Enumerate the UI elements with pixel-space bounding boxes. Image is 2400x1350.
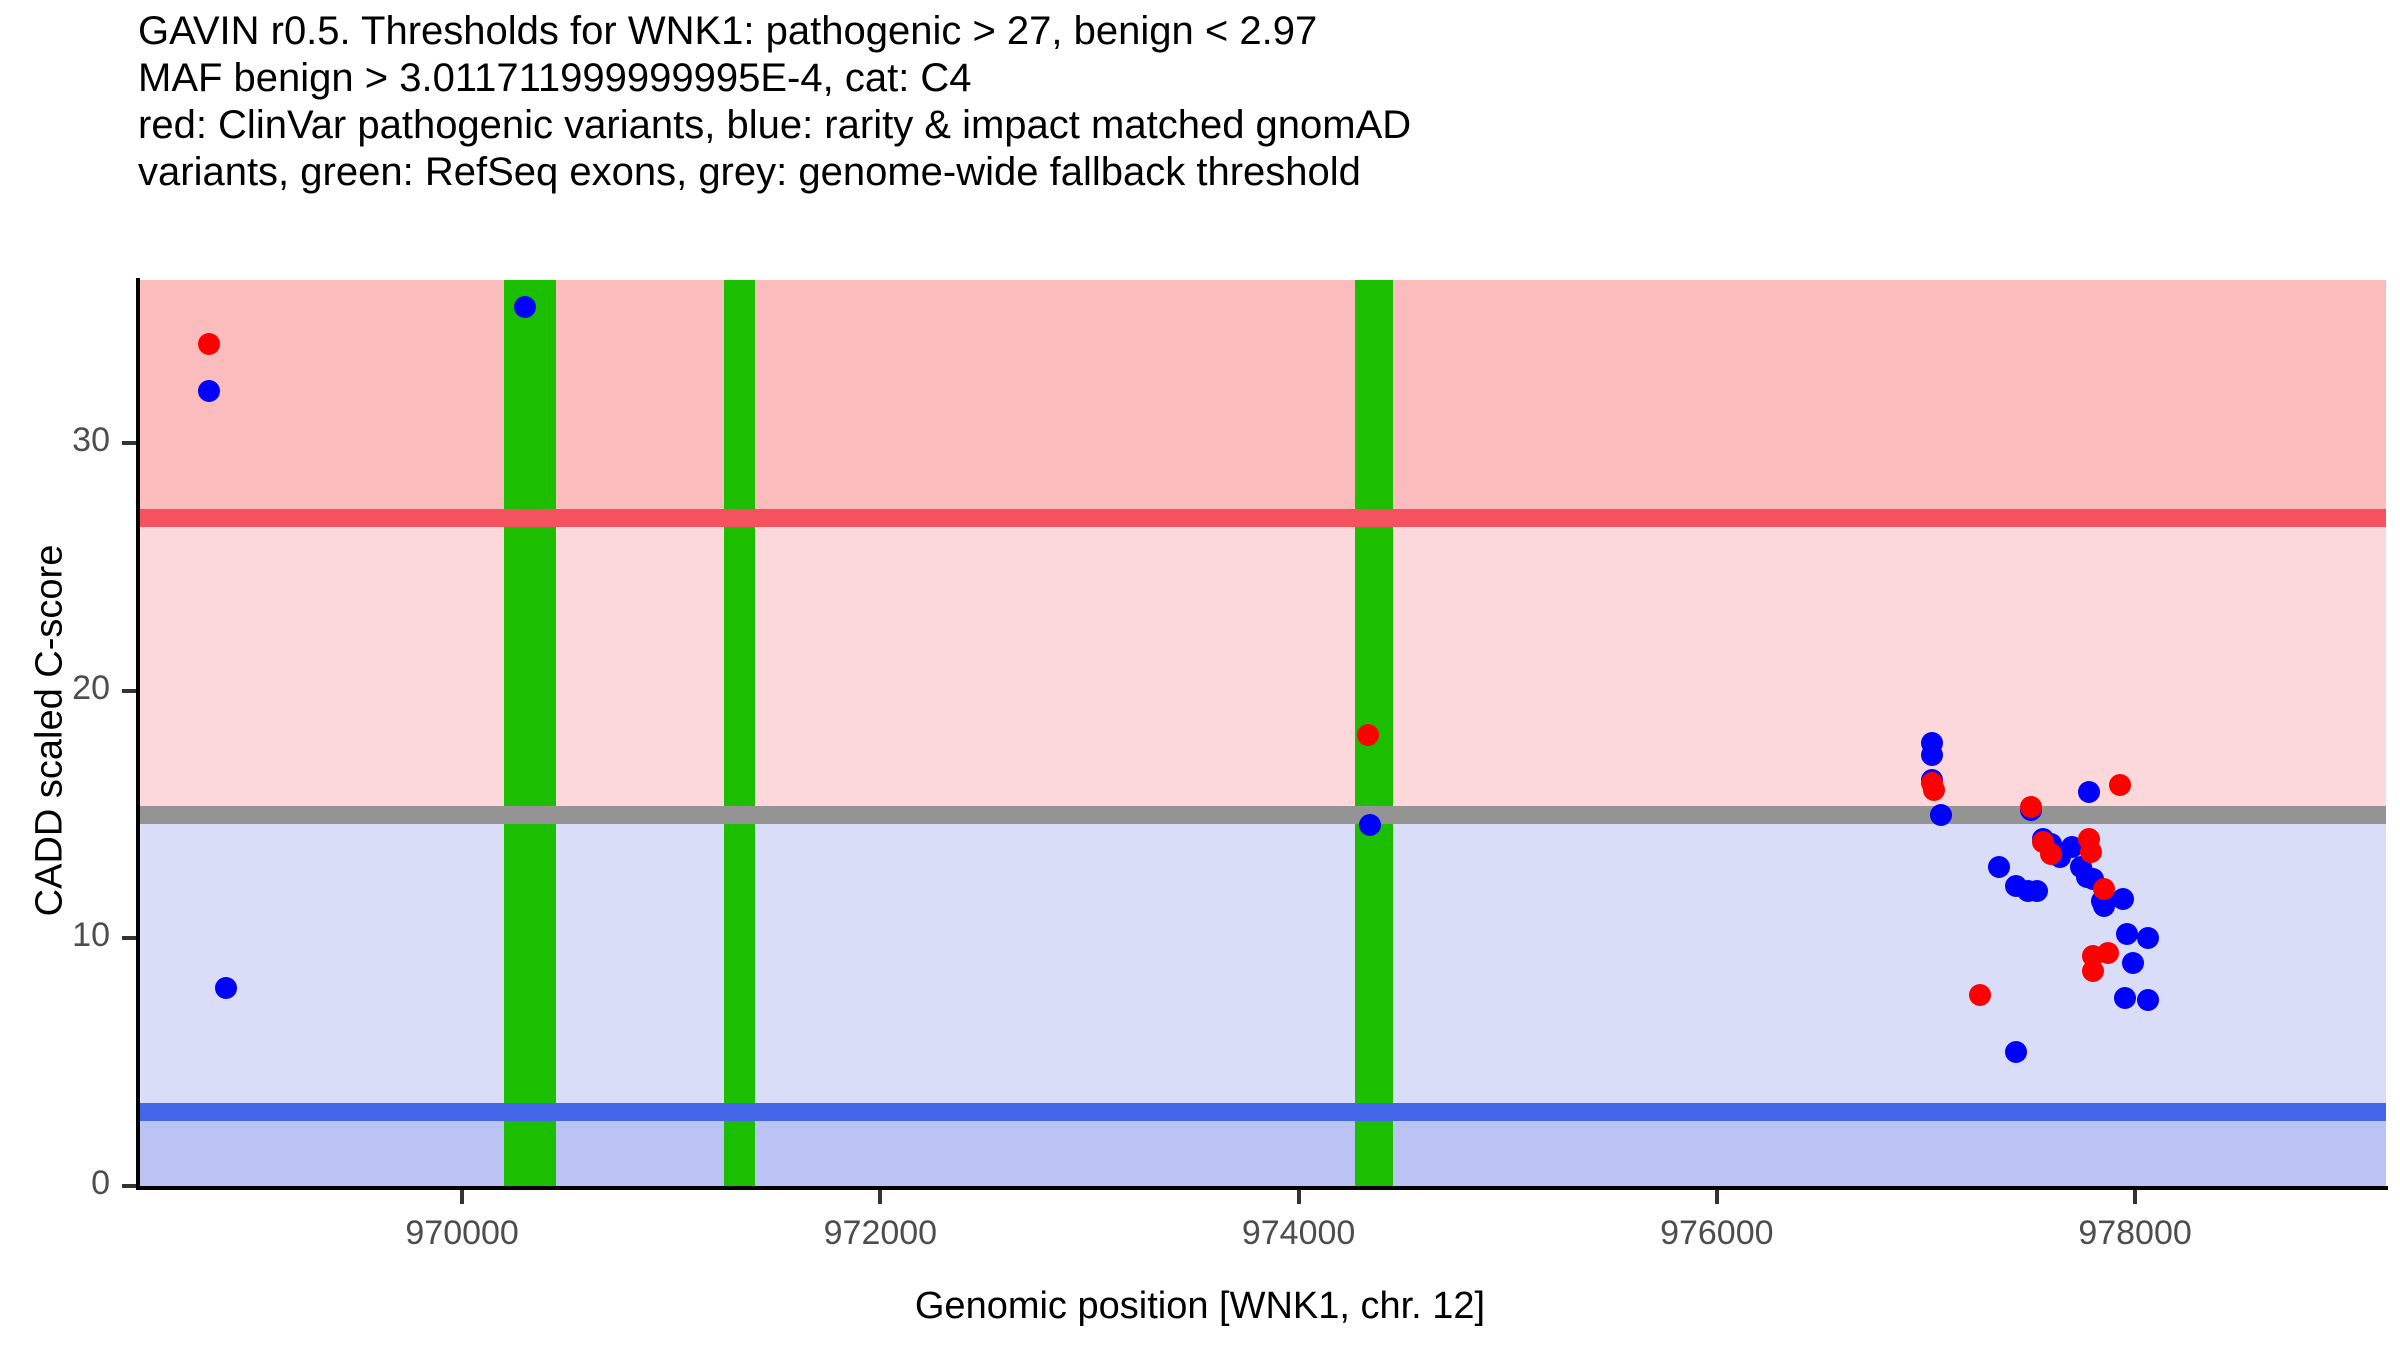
plot-panel <box>138 280 2386 1186</box>
data-point-benign <box>2025 880 2048 903</box>
exon-bar-1 <box>503 280 557 1186</box>
y-tick-mark <box>122 1184 136 1188</box>
data-point-benign <box>2121 952 2144 975</box>
data-point-pathogenic <box>2092 877 2115 900</box>
x-tick-mark <box>878 1190 883 1204</box>
y-tick-mark <box>122 688 136 693</box>
title-line-2: MAF benign > 3.011711999999995E-4, cat: … <box>138 56 972 100</box>
x-tick-mark <box>2133 1190 2138 1204</box>
data-point-pathogenic <box>2082 959 2105 982</box>
chart-title-block: GAVIN r0.5. Thresholds for WNK1: pathoge… <box>138 8 2338 196</box>
data-point-benign <box>2113 986 2136 1009</box>
data-point-benign <box>513 296 536 319</box>
x-tick-label: 974000 <box>1241 1214 1356 1252</box>
pathogenic-threshold-line <box>138 508 2386 527</box>
data-point-pathogenic <box>1969 984 1992 1007</box>
band-above-pathogenic <box>138 280 2386 518</box>
data-point-benign <box>2136 989 2159 1012</box>
benign-threshold-line <box>138 1103 2386 1122</box>
exon-bar-2 <box>723 280 755 1186</box>
data-point-benign <box>1988 855 2011 878</box>
x-tick-mark <box>1714 1190 1719 1204</box>
x-tick-label: 978000 <box>2078 1214 2192 1252</box>
y-axis-title: CADD scaled C-score <box>28 544 71 917</box>
data-point-pathogenic <box>2019 796 2042 819</box>
x-axis-title: Genomic position [WNK1, chr. 12] <box>914 1285 1486 1327</box>
data-point-pathogenic <box>2080 840 2103 863</box>
x-tick-label: 970000 <box>405 1214 519 1252</box>
y-tick-label: 30 <box>72 421 110 460</box>
title-line-1: GAVIN r0.5. Thresholds for WNK1: pathoge… <box>138 9 1318 53</box>
data-point-pathogenic <box>198 333 221 356</box>
x-axis-line <box>136 1186 2388 1190</box>
y-axis-line <box>136 278 140 1188</box>
band-below-benign <box>138 1112 2386 1186</box>
data-point-benign <box>2111 887 2134 910</box>
data-point-benign <box>214 976 237 999</box>
data-point-pathogenic <box>1356 724 1379 747</box>
band-pathogenic-to-fallback <box>138 517 2386 815</box>
title-line-3: red: ClinVar pathogenic variants, blue: … <box>138 103 1412 147</box>
y-tick-label: 20 <box>72 668 110 707</box>
title-line-4: variants, green: RefSeq exons, grey: gen… <box>138 150 1361 194</box>
data-point-benign <box>2115 922 2138 945</box>
x-tick-mark <box>1296 1190 1301 1204</box>
data-point-benign <box>1929 803 1952 826</box>
data-point-benign <box>1921 744 1944 767</box>
fallback-threshold-line <box>138 805 2386 824</box>
y-tick-label: 10 <box>72 916 110 955</box>
data-point-pathogenic <box>2096 942 2119 965</box>
data-point-benign <box>2092 895 2115 918</box>
x-tick-mark <box>460 1190 465 1204</box>
data-point-benign <box>2004 1041 2027 1064</box>
data-point-benign <box>2078 781 2101 804</box>
x-tick-label: 976000 <box>1660 1214 1774 1252</box>
data-point-benign <box>1358 813 1381 836</box>
data-point-benign <box>198 380 221 403</box>
data-point-pathogenic <box>1921 771 1944 794</box>
data-point-pathogenic <box>2040 843 2063 866</box>
data-point-pathogenic <box>2109 773 2132 796</box>
y-tick-mark <box>122 936 136 941</box>
data-point-benign <box>2061 835 2084 858</box>
y-tick-label: 0 <box>91 1164 110 1202</box>
data-point-benign <box>2136 927 2159 950</box>
x-tick-label: 972000 <box>823 1214 938 1252</box>
y-tick-mark <box>122 441 136 446</box>
